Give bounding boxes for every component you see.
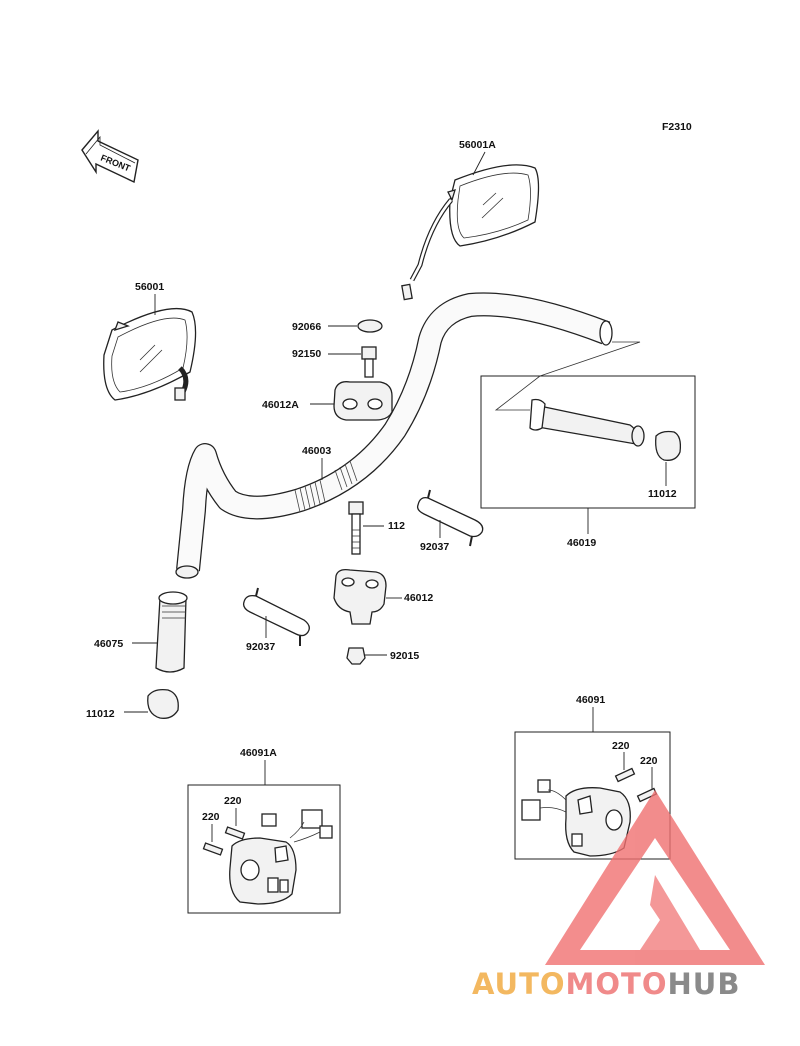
watermark-part1: AUTO [472,967,566,1001]
label-switch-right: 46091 [576,694,605,706]
label-cap-top: 92066 [292,321,321,333]
label-bolt-long: 112 [388,520,405,532]
handlebar [175,292,613,579]
screw-right-a [614,767,636,783]
watermark-part2: MOTO [566,967,668,1001]
plate-left [242,587,310,646]
holder-upper [333,381,393,421]
label-holder-upper: 46012A [262,399,299,411]
mirror-right [401,164,540,301]
holder-lower [333,568,387,625]
screw-left-a [224,826,246,840]
switch-right-box [514,731,671,860]
nut [346,647,366,665]
label-screw-right-b: 220 [640,755,658,767]
label-handlebar: 46003 [302,445,331,457]
figure-code: F2310 [662,121,692,133]
watermark-text: AUTOMOTOHUB [472,967,740,1001]
label-screw-right-a: 220 [612,740,630,752]
label-end-cap-left: 11012 [86,708,115,720]
label-mirror-right: 56001A [459,139,496,151]
label-grip-assy: 46019 [567,537,596,549]
switch-left-box [187,784,341,914]
label-screw-left-a: 220 [224,795,242,807]
label-switch-left: 46091A [240,747,277,759]
switch-left [229,809,333,905]
front-arrow-icon: FRONT [81,129,139,184]
screw-left-b [202,842,224,856]
label-plate-right: 92037 [420,541,449,553]
label-screw-left-b: 220 [202,811,220,823]
grip-left [155,591,188,673]
label-mirror-left: 56001 [135,281,164,293]
bolt-long [348,501,364,555]
switch-right [521,779,631,857]
label-end-cap-right: 11012 [648,488,677,500]
label-plate-left: 92037 [246,641,275,653]
watermark-triangle-icon [545,790,765,965]
cap-top [357,319,383,333]
end-cap-left [147,688,179,719]
watermark-part3: HUB [668,967,741,1001]
label-nut: 92015 [390,650,419,662]
end-cap-right [655,430,682,461]
label-bolt-top: 92150 [292,348,321,360]
mirror-left [103,307,197,401]
label-holder-lower: 46012 [404,592,433,604]
plate-right [416,489,484,547]
label-grip-left: 46075 [94,638,123,650]
grip-right [529,398,645,447]
watermark-logo [545,790,765,965]
bolt-top [361,346,377,378]
